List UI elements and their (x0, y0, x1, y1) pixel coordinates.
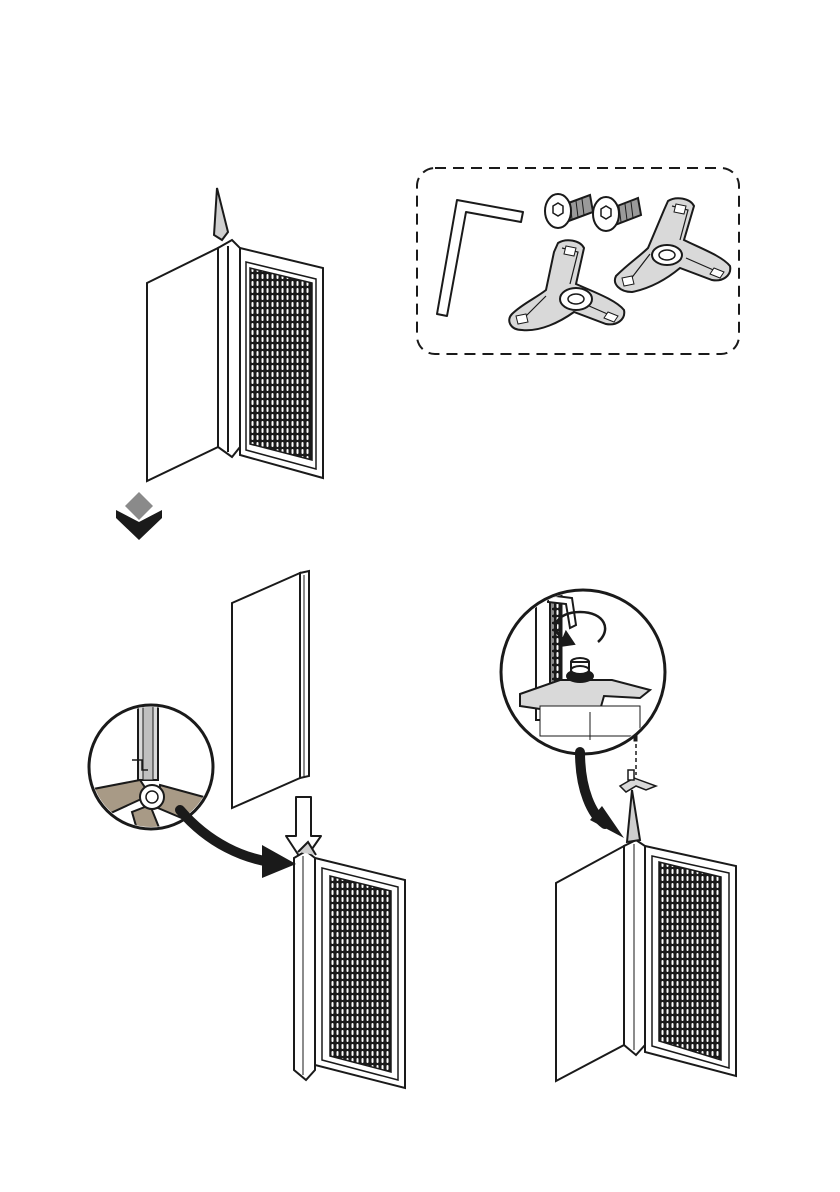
screen-panel-step2 (294, 842, 405, 1088)
speaker-grille (250, 268, 312, 460)
screw-icon (593, 197, 641, 231)
screw-icon (545, 194, 593, 228)
detached-wing-panel (232, 571, 309, 808)
parts-box (417, 168, 739, 354)
brand-mark-icon (116, 492, 162, 540)
allen-key-icon (437, 200, 523, 316)
curved-arrow-head (262, 845, 296, 878)
screen-folded-step3 (556, 790, 736, 1081)
screen-folded-top (147, 188, 323, 481)
detail-magnifier (88, 700, 215, 840)
speaker-grille (330, 876, 391, 1072)
foot-icon (509, 240, 624, 330)
detail-magnifier (501, 590, 665, 754)
foot-icon (620, 770, 656, 792)
curved-arrow-icon (180, 810, 270, 862)
left-wing-panel (147, 248, 218, 481)
speaker-grille (659, 862, 721, 1060)
